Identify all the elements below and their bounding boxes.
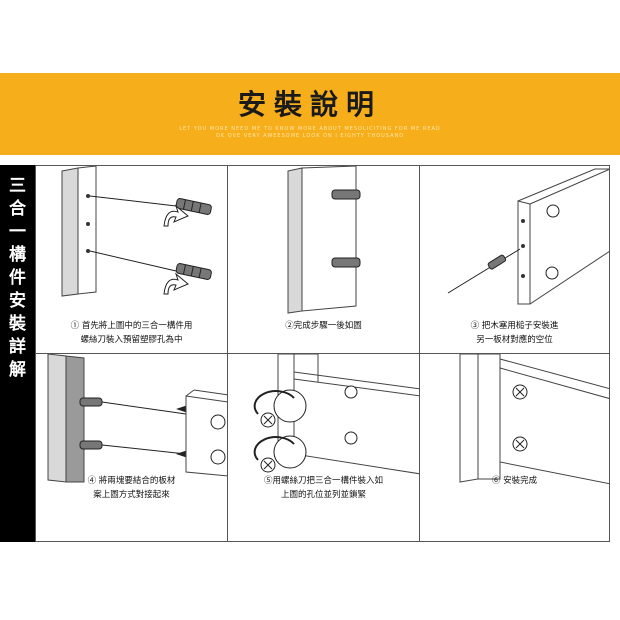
step-4-panel: ④ 將兩塊要結合的板材 案上圖方式對接起來: [35, 353, 228, 542]
step-3-caption-line-1: ③ 把木塞用槌子安裝進: [470, 321, 559, 331]
sidebar-char-3: 構: [9, 245, 26, 265]
step-3-illustration: [447, 168, 609, 305]
sidebar-vertical-title: 三合一構件安裝詳解: [0, 165, 35, 542]
step-1-caption-line-2: 螺絲刀裝入預留塑膠孔為中: [80, 335, 183, 345]
step-4-caption-line-1: ④ 將兩塊要結合的板材: [87, 476, 176, 486]
step-1-caption: ① 首先將上圖中的三合一構件用 螺絲刀裝入預留塑膠孔為中: [36, 319, 227, 347]
sidebar-char-2: 一: [9, 222, 26, 242]
sidebar-label: 三合一構件安裝詳解: [0, 175, 35, 382]
step-5-caption: ⑤用螺絲刀把三合一構件裝入如 上圖的孔位並列並鎖緊: [228, 474, 419, 502]
step-2-panel: ②完成步驟一後如圖: [227, 165, 420, 354]
step-3-panel: ③ 把木塞用槌子安裝進 另一板材對應的空位: [419, 165, 610, 354]
step-3-caption: ③ 把木塞用槌子安裝進 另一板材對應的空位: [420, 319, 609, 347]
step-3-caption-line-2: 另一板材對應的空位: [476, 335, 553, 345]
banner-subtitle: LET YOU MORE NEED ME TO KNOW MORE ABOUT …: [150, 126, 470, 140]
step-1-illustration: [61, 166, 212, 297]
step-5-caption-line-2: 上圖的孔位並列並鎖緊: [280, 490, 366, 500]
banner-subtitle-line-1: LET YOU MORE NEED ME TO KNOW MORE ABOUT …: [179, 126, 441, 132]
header-banner: 安裝說明 LET YOU MORE NEED ME TO KNOW MORE A…: [0, 73, 620, 155]
sidebar-char-8: 解: [9, 360, 26, 380]
step-6-caption-line-1: ⑥ 安裝完成: [491, 476, 538, 486]
instruction-grid: ① 首先將上圖中的三合一構件用 螺絲刀裝入預留塑膠孔為中 ②完成步驟一後如圖: [35, 165, 610, 542]
step-2-caption-line-1: ②完成步驟一後如圖: [285, 321, 362, 331]
step-5-caption-line-1: ⑤用螺絲刀把三合一構件裝入如: [263, 476, 383, 486]
sidebar-char-0: 三: [9, 176, 26, 196]
sidebar-char-4: 件: [9, 268, 26, 288]
step-4-caption-line-2: 案上圖方式對接起來: [93, 490, 170, 500]
banner-subtitle-line-2: OK QVE VERY AWEESOME LOOK ON I EIGHTY TH…: [215, 133, 405, 139]
step-4-caption: ④ 將兩塊要結合的板材 案上圖方式對接起來: [36, 474, 227, 502]
sidebar-char-6: 裝: [9, 314, 26, 334]
step-1-panel: ① 首先將上圖中的三合一構件用 螺絲刀裝入預留塑膠孔為中: [35, 165, 228, 354]
sidebar-char-5: 安: [9, 291, 26, 311]
step-6-caption: ⑥ 安裝完成: [420, 474, 609, 488]
sidebar-char-1: 合: [9, 199, 26, 219]
step-2-illustration: [287, 166, 361, 314]
step-2-caption: ②完成步驟一後如圖: [228, 319, 419, 333]
step-5-panel: ⑤用螺絲刀把三合一構件裝入如 上圖的孔位並列並鎖緊: [227, 353, 420, 542]
step-6-illustration: [459, 354, 609, 485]
step-1-caption-line-1: ① 首先將上圖中的三合一構件用: [70, 321, 193, 331]
sidebar-char-7: 詳: [9, 337, 26, 357]
step-5-illustration: [253, 354, 419, 475]
page-title: 安裝說明: [237, 88, 382, 121]
step-4-illustration: [47, 354, 227, 483]
step-6-panel: ⑥ 安裝完成: [419, 353, 610, 542]
